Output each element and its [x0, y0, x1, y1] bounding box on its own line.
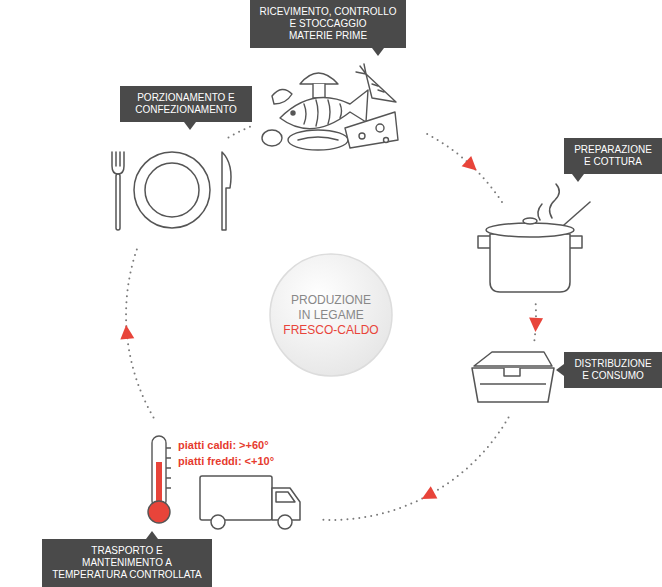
- callout-pointer: [372, 48, 384, 56]
- food-illustration-part: [300, 73, 338, 84]
- cycle-connector: [229, 125, 255, 138]
- stage-label: RICEVIMENTO, CONTROLLO E STOCCAGGIO MATE…: [258, 6, 398, 42]
- temperature-note: piatti freddi: <+10°: [178, 454, 274, 468]
- thermometer-illustration-part: [166, 448, 171, 488]
- food-illustration-part: [304, 100, 342, 126]
- plate-illustration: [112, 152, 231, 230]
- center-circle: PRODUZIONE IN LEGAMEFRESCO-CALDO: [269, 253, 393, 377]
- callout-pointer: [146, 531, 158, 539]
- stage-label: PREPARAZIONE E COTTURA: [572, 144, 654, 168]
- center-highlight: FRESCO-CALDO: [283, 323, 378, 338]
- food-illustration-part: [376, 124, 384, 132]
- food-illustration-part: [366, 74, 396, 102]
- food-illustration: [262, 64, 398, 150]
- plate-illustration-part: [222, 152, 231, 230]
- callout-pointer: [572, 174, 584, 182]
- pot-illustration: [478, 184, 590, 292]
- food-illustration-part: [298, 137, 338, 140]
- container-illustration: [472, 352, 554, 402]
- cycle-connector: [119, 245, 153, 418]
- food-illustration-part: [262, 130, 282, 146]
- food-illustration-part: [372, 84, 384, 92]
- pot-illustration-part: [478, 236, 490, 248]
- stage-label: DISTRIBUZIONE E CONSUMO: [572, 358, 654, 382]
- dotted-arc: [229, 125, 255, 138]
- container-illustration-part: [480, 383, 546, 385]
- arrow-head: [119, 324, 134, 339]
- plate-illustration-part: [112, 152, 124, 174]
- stage-label: PORZIONAMENTO E CONFEZIONAMENTO: [128, 92, 244, 116]
- container-illustration-part: [504, 368, 520, 376]
- food-illustration-part: [384, 138, 389, 143]
- food-illustration-part: [356, 64, 366, 74]
- food-illustration-part: [288, 130, 348, 150]
- truck-illustration-part: [278, 515, 292, 529]
- food-illustration-part: [280, 90, 368, 129]
- callout-pointer: [556, 364, 564, 376]
- dotted-arc: [427, 134, 505, 206]
- circle-shape: [270, 254, 392, 376]
- food-illustration-part: [359, 133, 365, 139]
- stage-callout: DISTRIBUZIONE E CONSUMO: [564, 352, 662, 388]
- center-title: PRODUZIONE IN LEGAME: [289, 293, 373, 323]
- pot-illustration-part: [490, 234, 570, 292]
- arrow-head: [418, 486, 437, 505]
- cycle-connector: [427, 134, 505, 206]
- stage-callout: TRASPORTO E MANTENIMENTO A TEMPERATURA C…: [42, 539, 212, 587]
- stage-callout: PREPARAZIONE E COTTURA: [564, 138, 662, 174]
- arrow-head: [528, 318, 543, 333]
- dotted-arc: [320, 418, 508, 520]
- thermometer-illustration-part: [148, 501, 170, 523]
- container-illustration-part: [472, 368, 554, 402]
- food-illustration-part: [345, 112, 398, 148]
- plate-illustration-part: [116, 174, 120, 230]
- temperature-note: piatti caldi: >+60°: [178, 438, 269, 452]
- plate-illustration-part: [134, 152, 210, 228]
- stage-callout: RICEVIMENTO, CONTROLLO E STOCCAGGIO MATE…: [250, 0, 406, 48]
- stage-callout: PORZIONAMENTO E CONFEZIONAMENTO: [120, 86, 252, 122]
- truck-illustration-part: [211, 515, 225, 529]
- dotted-arc: [126, 245, 153, 418]
- thermometer-illustration: [148, 436, 171, 523]
- food-illustration-part: [313, 84, 325, 98]
- pot-illustration-part: [523, 218, 537, 224]
- cycle-connector: [320, 418, 508, 520]
- pot-illustration-part: [486, 223, 574, 237]
- cycle-connector: [528, 304, 543, 343]
- container-illustration-part: [474, 352, 552, 366]
- plate-illustration-part: [145, 163, 199, 217]
- food-illustration-part: [291, 111, 295, 115]
- truck-illustration: [200, 476, 300, 529]
- pot-illustration-part: [570, 236, 582, 248]
- food-illustration-part: [272, 89, 292, 104]
- plate-illustration-part: [116, 152, 120, 166]
- stage-label: TRASPORTO E MANTENIMENTO A TEMPERATURA C…: [50, 545, 204, 581]
- arrow-head: [462, 156, 482, 176]
- pot-illustration-part: [538, 204, 542, 220]
- truck-illustration-part: [276, 492, 295, 502]
- pot-illustration-part: [550, 184, 560, 218]
- callout-pointer: [184, 122, 196, 130]
- truck-illustration-part: [200, 476, 272, 520]
